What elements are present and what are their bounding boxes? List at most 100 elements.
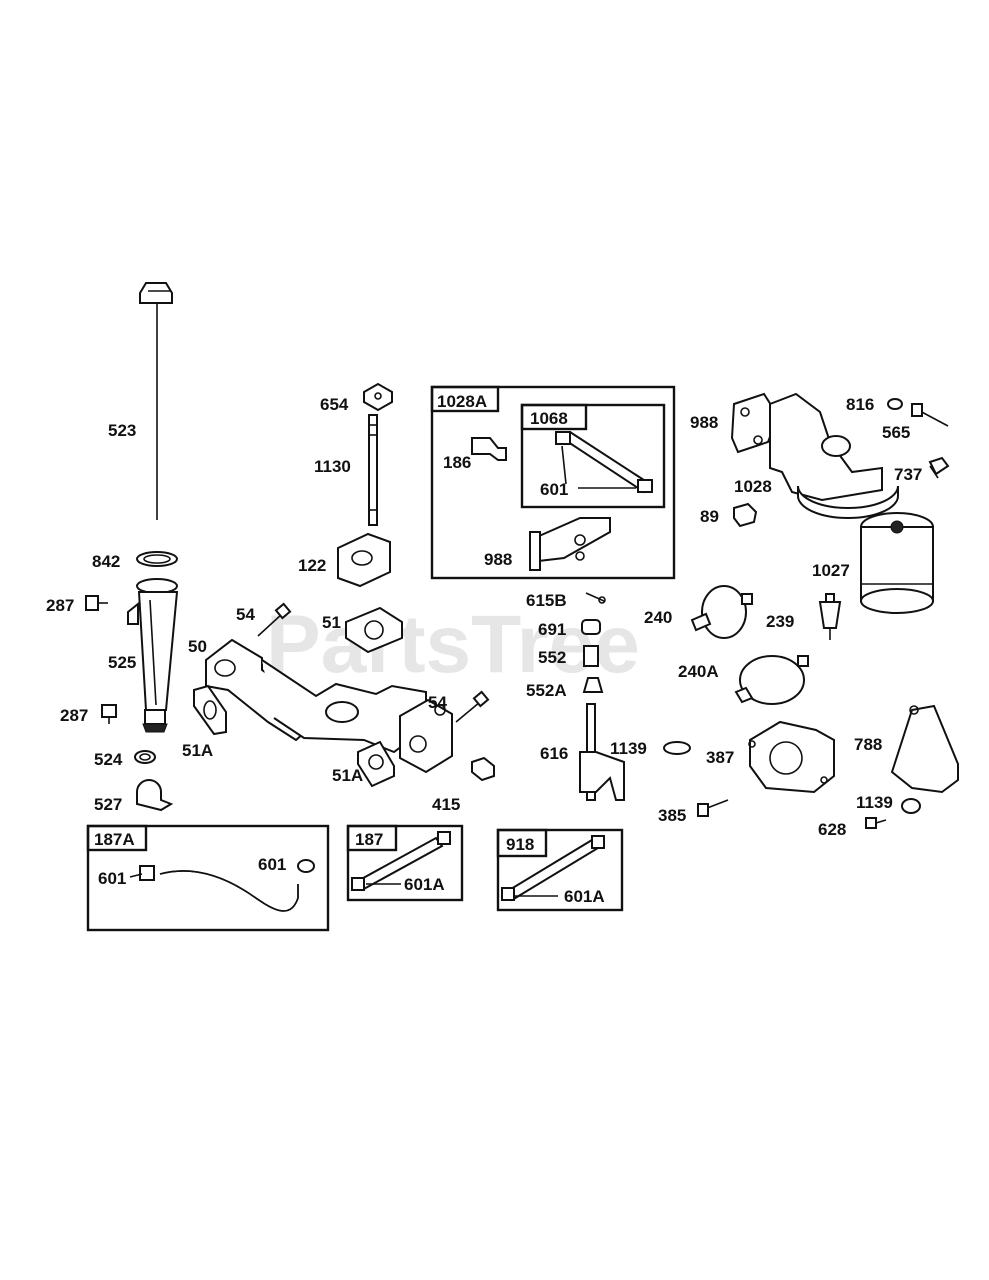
part-387-fuel-pump[interactable] bbox=[748, 720, 835, 794]
part-842-gasket[interactable] bbox=[136, 551, 178, 567]
part-122-spacer[interactable] bbox=[337, 532, 391, 588]
part-565-bolt[interactable] bbox=[911, 403, 949, 427]
box-918-title: 918 bbox=[506, 835, 534, 854]
label-240: 240 bbox=[644, 608, 672, 627]
part-186-fitting[interactable] bbox=[471, 437, 507, 461]
label-691: 691 bbox=[538, 620, 566, 639]
part-1068-hose[interactable] bbox=[555, 430, 653, 494]
part-628-screw[interactable] bbox=[865, 817, 887, 829]
part-988-bracket-1028A[interactable] bbox=[529, 517, 611, 571]
label-842: 842 bbox=[92, 552, 120, 571]
part-525-dipstick-tube[interactable] bbox=[127, 578, 179, 733]
label-601-187A-left: 601 bbox=[98, 869, 126, 888]
label-415: 415 bbox=[432, 795, 460, 814]
label-616: 616 bbox=[540, 744, 568, 763]
label-525: 525 bbox=[108, 653, 136, 672]
label-51A-left: 51A bbox=[182, 741, 213, 760]
part-187-hose[interactable] bbox=[351, 831, 451, 892]
part-54b-bolt[interactable] bbox=[455, 690, 490, 723]
label-552A: 552A bbox=[526, 681, 567, 700]
label-601-187A-right: 601 bbox=[258, 855, 286, 874]
part-239-switch[interactable] bbox=[818, 593, 842, 640]
part-654-nut[interactable] bbox=[363, 382, 393, 412]
label-239: 239 bbox=[766, 612, 794, 631]
part-1139a-washer[interactable] bbox=[663, 741, 691, 755]
part-1139b-washer[interactable] bbox=[901, 798, 921, 814]
part-615B-pin[interactable] bbox=[585, 592, 606, 604]
part-51A-gasket-right[interactable] bbox=[357, 740, 395, 788]
label-51A-right: 51A bbox=[332, 766, 363, 785]
part-51A-gasket-left[interactable] bbox=[193, 684, 227, 736]
leader-lines bbox=[129, 445, 636, 897]
label-1130: 1130 bbox=[314, 457, 351, 476]
part-287b-screw[interactable] bbox=[101, 704, 117, 724]
label-601A-918: 601A bbox=[564, 887, 605, 906]
label-122: 122 bbox=[298, 556, 326, 575]
part-287a-screw[interactable] bbox=[85, 595, 108, 611]
part-50-intake-manifold[interactable] bbox=[205, 638, 453, 774]
label-988-right: 988 bbox=[690, 413, 718, 432]
box-1028A bbox=[430, 385, 676, 580]
part-737-fitting[interactable] bbox=[928, 456, 950, 479]
part-187A-hose[interactable] bbox=[139, 859, 315, 912]
part-527-clamp[interactable] bbox=[136, 779, 174, 812]
part-1028-filter-adapter[interactable] bbox=[769, 392, 899, 519]
label-1027: 1027 bbox=[812, 561, 850, 580]
part-918-hose[interactable] bbox=[501, 835, 605, 902]
part-616-governor-shaft[interactable] bbox=[579, 703, 625, 801]
label-50: 50 bbox=[188, 637, 207, 656]
label-89: 89 bbox=[700, 507, 719, 526]
part-385-screw[interactable] bbox=[697, 799, 729, 817]
box-1068-title: 1068 bbox=[530, 409, 568, 428]
box-187-title: 187 bbox=[355, 830, 383, 849]
part-552A-cone[interactable] bbox=[582, 677, 604, 693]
label-387: 387 bbox=[706, 748, 734, 767]
label-240A: 240A bbox=[678, 662, 719, 681]
box-918 bbox=[496, 828, 624, 912]
label-565: 565 bbox=[882, 423, 910, 442]
part-988-gasket[interactable] bbox=[730, 392, 780, 454]
label-628: 628 bbox=[818, 820, 846, 839]
part-1130-stud[interactable] bbox=[368, 414, 378, 526]
part-691-seal[interactable] bbox=[581, 619, 601, 635]
part-1027-oil-filter[interactable] bbox=[860, 512, 934, 614]
part-51-gasket[interactable] bbox=[345, 606, 403, 654]
part-788-bracket[interactable] bbox=[890, 704, 959, 794]
label-1028: 1028 bbox=[734, 477, 772, 496]
label-527: 527 bbox=[94, 795, 122, 814]
part-54a-bolt[interactable] bbox=[257, 602, 292, 637]
box-187A-title: 187A bbox=[94, 830, 135, 849]
label-287b: 287 bbox=[60, 706, 88, 725]
part-415-plug[interactable] bbox=[471, 756, 495, 782]
part-240A-filter[interactable] bbox=[734, 655, 809, 705]
label-186: 186 bbox=[443, 453, 471, 472]
part-89-plug[interactable] bbox=[733, 502, 758, 528]
label-601A-187: 601A bbox=[404, 875, 445, 894]
label-788: 788 bbox=[854, 735, 882, 754]
box-187A bbox=[86, 824, 330, 932]
label-51: 51 bbox=[322, 613, 341, 632]
label-988-1028A: 988 bbox=[484, 550, 512, 569]
label-816: 816 bbox=[846, 395, 874, 414]
label-523: 523 bbox=[108, 421, 136, 440]
label-385: 385 bbox=[658, 806, 686, 825]
label-654: 654 bbox=[320, 395, 349, 414]
label-601-1068: 601 bbox=[540, 480, 568, 499]
box-1068 bbox=[520, 403, 666, 509]
part-552-bushing[interactable] bbox=[583, 645, 599, 667]
part-524-washer[interactable] bbox=[134, 750, 156, 764]
label-552: 552 bbox=[538, 648, 566, 667]
part-816-washer[interactable] bbox=[887, 398, 903, 410]
label-615B: 615B bbox=[526, 591, 567, 610]
label-54b: 54 bbox=[428, 693, 447, 712]
label-524: 524 bbox=[94, 750, 123, 769]
box-1028A-title: 1028A bbox=[437, 392, 487, 411]
label-54a: 54 bbox=[236, 605, 255, 624]
label-737: 737 bbox=[894, 465, 922, 484]
label-287a: 287 bbox=[46, 596, 74, 615]
watermark: PartsTree bbox=[266, 599, 640, 690]
label-1139-right: 1139 bbox=[856, 793, 893, 812]
part-240-filter[interactable] bbox=[690, 585, 753, 639]
part-523-dipstick[interactable] bbox=[139, 282, 173, 520]
